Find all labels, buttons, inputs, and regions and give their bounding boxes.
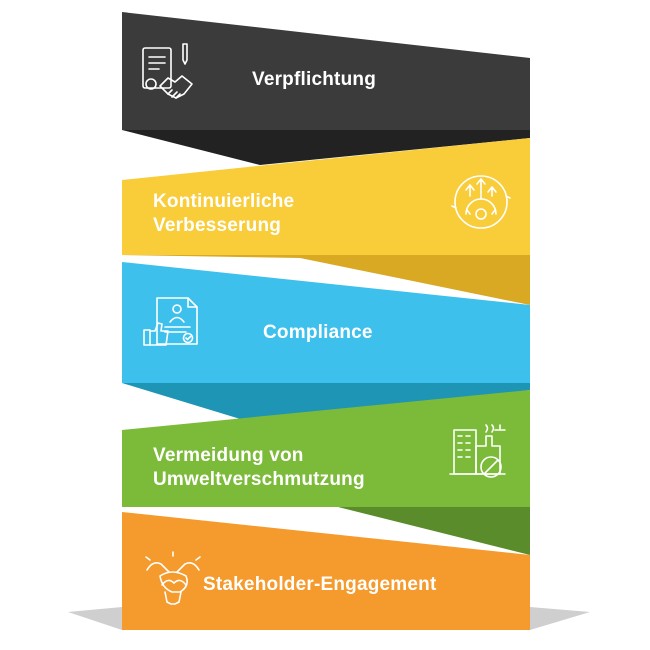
band-umwelt (122, 390, 530, 507)
band-stakeholder (122, 512, 530, 630)
factory-no-pollution-icon (449, 424, 506, 478)
label-line: Umweltverschmutzung (153, 469, 365, 490)
contract-handshake-icon (142, 43, 193, 99)
label-line: Verpflichtung (252, 69, 376, 90)
label-line: Kontinuierliche (153, 191, 295, 212)
band-compliance (122, 262, 530, 383)
fold-2 (122, 255, 530, 305)
band-verbesserung (122, 138, 530, 255)
floor-shadow-right (530, 607, 590, 630)
label-stakeholder: Stakeholder-Engagement (203, 573, 437, 597)
label-umwelt: Vermeidung von Umweltverschmutzung (153, 444, 365, 492)
document-thumbs-up-icon (143, 297, 198, 346)
fold-1 (122, 130, 530, 165)
fold-3 (122, 383, 530, 425)
floor-shadow (68, 607, 122, 630)
fold-4 (122, 505, 530, 555)
label-line: Verbesserung (153, 215, 282, 236)
improvement-gear-arrows-icon (451, 175, 511, 229)
label-compliance: Compliance (263, 321, 373, 345)
label-verbesserung: Kontinuierliche Verbesserung (153, 190, 294, 238)
label-verpflichtung: Verpflichtung (252, 68, 376, 92)
label-line: Stakeholder-Engagement (203, 574, 437, 595)
band-verpflichtung (122, 12, 530, 130)
label-line: Compliance (263, 322, 373, 343)
hands-together-icon (145, 551, 201, 605)
label-line: Vermeidung von (153, 445, 304, 466)
